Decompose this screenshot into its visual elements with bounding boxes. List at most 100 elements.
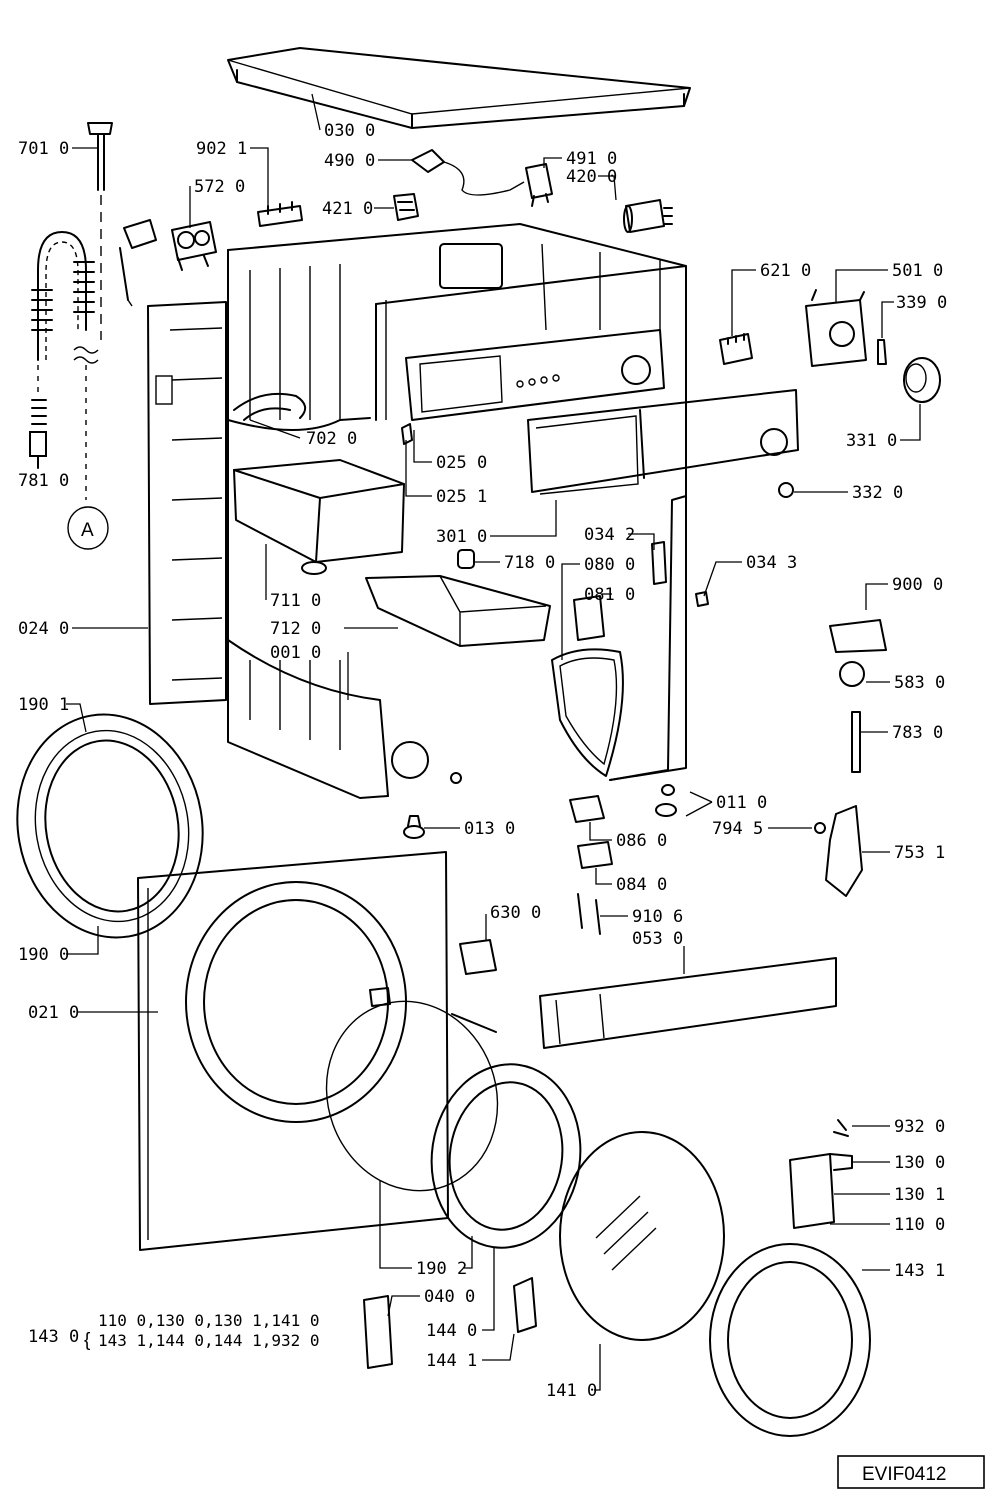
door-handle-part [513, 1277, 537, 1333]
label-190-2: 190 2 [416, 1259, 467, 1279]
pressure-switch-part [839, 661, 865, 687]
label-572-0: 572 0 [194, 177, 245, 197]
dispenser-hose-part [233, 392, 307, 421]
label-030-0: 030 0 [324, 121, 375, 141]
label-021-0: 021 0 [28, 1003, 79, 1023]
label-420-0: 420 0 [566, 167, 617, 187]
label-301-0: 301 0 [436, 527, 487, 547]
label-501-0: 501 0 [892, 261, 943, 281]
cabinet-part [227, 223, 687, 799]
interference-filter-part [525, 163, 553, 207]
top-cover-part [227, 47, 691, 129]
dispenser-housing-part [233, 459, 405, 575]
pump-clip-part [814, 822, 826, 834]
door-outer-ring-part [709, 1243, 871, 1437]
label-331-0: 331 0 [846, 431, 897, 451]
label-491-0: 491 0 [566, 149, 617, 169]
small-knob-part [778, 482, 794, 498]
label-753-1: 753 1 [894, 843, 945, 863]
label-025-1: 025 1 [436, 487, 487, 507]
cable-clamp-part [257, 201, 303, 227]
label-053-0: 053 0 [632, 929, 683, 949]
front-frame-part [609, 495, 687, 781]
leader-lines [66, 93, 921, 1391]
label-900-0: 900 0 [892, 575, 943, 595]
hinge-bracket-part [651, 541, 667, 585]
label-190-0: 190 0 [18, 945, 69, 965]
label-718-0: 718 0 [504, 553, 555, 573]
terminal-block-part [719, 333, 753, 365]
label-902-1: 902 1 [196, 139, 247, 159]
drawing-code: EVIF0412 [862, 1464, 947, 1485]
door-interlock-part [573, 595, 605, 641]
door-seal-part [16, 713, 204, 939]
door-catch-part [789, 1119, 853, 1229]
kick-plate-part [539, 957, 837, 1049]
label-630-0: 630 0 [490, 903, 541, 923]
label-143-1: 143 1 [894, 1261, 945, 1281]
label-712-0: 712 0 [270, 619, 321, 639]
adjustable-foot-part [403, 815, 425, 839]
side-panel-part [147, 301, 227, 705]
label-080-0: 080 0 [584, 555, 635, 575]
label-932-0: 932 0 [894, 1117, 945, 1137]
label-040-0: 040 0 [424, 1287, 475, 1307]
inlet-hose-part [29, 231, 109, 550]
door-stop-part [695, 591, 709, 607]
elbow-fitting-part [119, 219, 157, 307]
label-011-0: 011 0 [716, 793, 767, 813]
label-794-5: 794 5 [712, 819, 763, 839]
label-144-1: 144 1 [426, 1351, 477, 1371]
part-labels: 030 0 701 0 902 1 490 0 491 0 420 0 572 … [18, 121, 947, 1401]
label-781-0: 781 0 [18, 471, 69, 491]
label-024-0: 024 0 [18, 619, 69, 639]
hinge-support-part [577, 841, 613, 869]
coupling-part [457, 549, 475, 569]
hose-reference-marker: A [81, 520, 94, 541]
label-332-0: 332 0 [852, 483, 903, 503]
door-hinge-part [363, 1295, 393, 1369]
drawing-code-box: EVIF0412 [837, 1455, 985, 1489]
label-081-0: 081 0 [584, 585, 635, 605]
label-141-0: 141 0 [546, 1381, 597, 1401]
label-034-2: 034 2 [584, 525, 635, 545]
kit-brace: { [84, 1330, 91, 1351]
label-701-0: 701 0 [18, 139, 69, 159]
label-583-0: 583 0 [894, 673, 945, 693]
label-130-0: 130 0 [894, 1153, 945, 1173]
label-621-0: 621 0 [760, 261, 811, 281]
screws-part [577, 893, 601, 935]
connector-plug-part [393, 193, 419, 221]
kit-line-2: 143 1,144 0,144 1,932 0 [98, 1331, 320, 1350]
label-013-0: 013 0 [464, 819, 515, 839]
label-110-0: 110 0 [894, 1215, 945, 1235]
label-702-0: 702 0 [306, 429, 357, 449]
label-490-0: 490 0 [324, 151, 375, 171]
label-001-0: 001 0 [270, 643, 321, 663]
door-inner-ring-part [430, 1063, 582, 1249]
label-144-0: 144 0 [426, 1321, 477, 1341]
front-panel-part [137, 851, 449, 1251]
kit-143-listing: 143 0 { 110 0,130 0,130 1,141 0 143 1,14… [28, 1311, 320, 1351]
dispenser-drawer-part [365, 575, 551, 647]
hose-connector-part [87, 122, 113, 340]
capacitor-part [623, 199, 673, 233]
inlet-valve-part [171, 221, 217, 271]
programme-timer-part [805, 289, 867, 367]
label-339-0: 339 0 [896, 293, 947, 313]
kit-line-1: 110 0,130 0,130 1,141 0 [98, 1311, 320, 1330]
label-190-1: 190 1 [18, 695, 69, 715]
label-025-0: 025 0 [436, 453, 487, 473]
label-086-0: 086 0 [616, 831, 667, 851]
label-783-0: 783 0 [892, 723, 943, 743]
label-034-3: 034 3 [746, 553, 797, 573]
label-143-0: 143 0 [28, 1327, 79, 1347]
fascia-panel-part [527, 389, 799, 495]
label-711-0: 711 0 [270, 591, 321, 611]
control-panel-frame-part [401, 329, 665, 445]
label-084-0: 084 0 [616, 875, 667, 895]
mains-cable-part [411, 149, 525, 196]
seal-ring-part [551, 648, 624, 777]
label-421-0: 421 0 [322, 199, 373, 219]
